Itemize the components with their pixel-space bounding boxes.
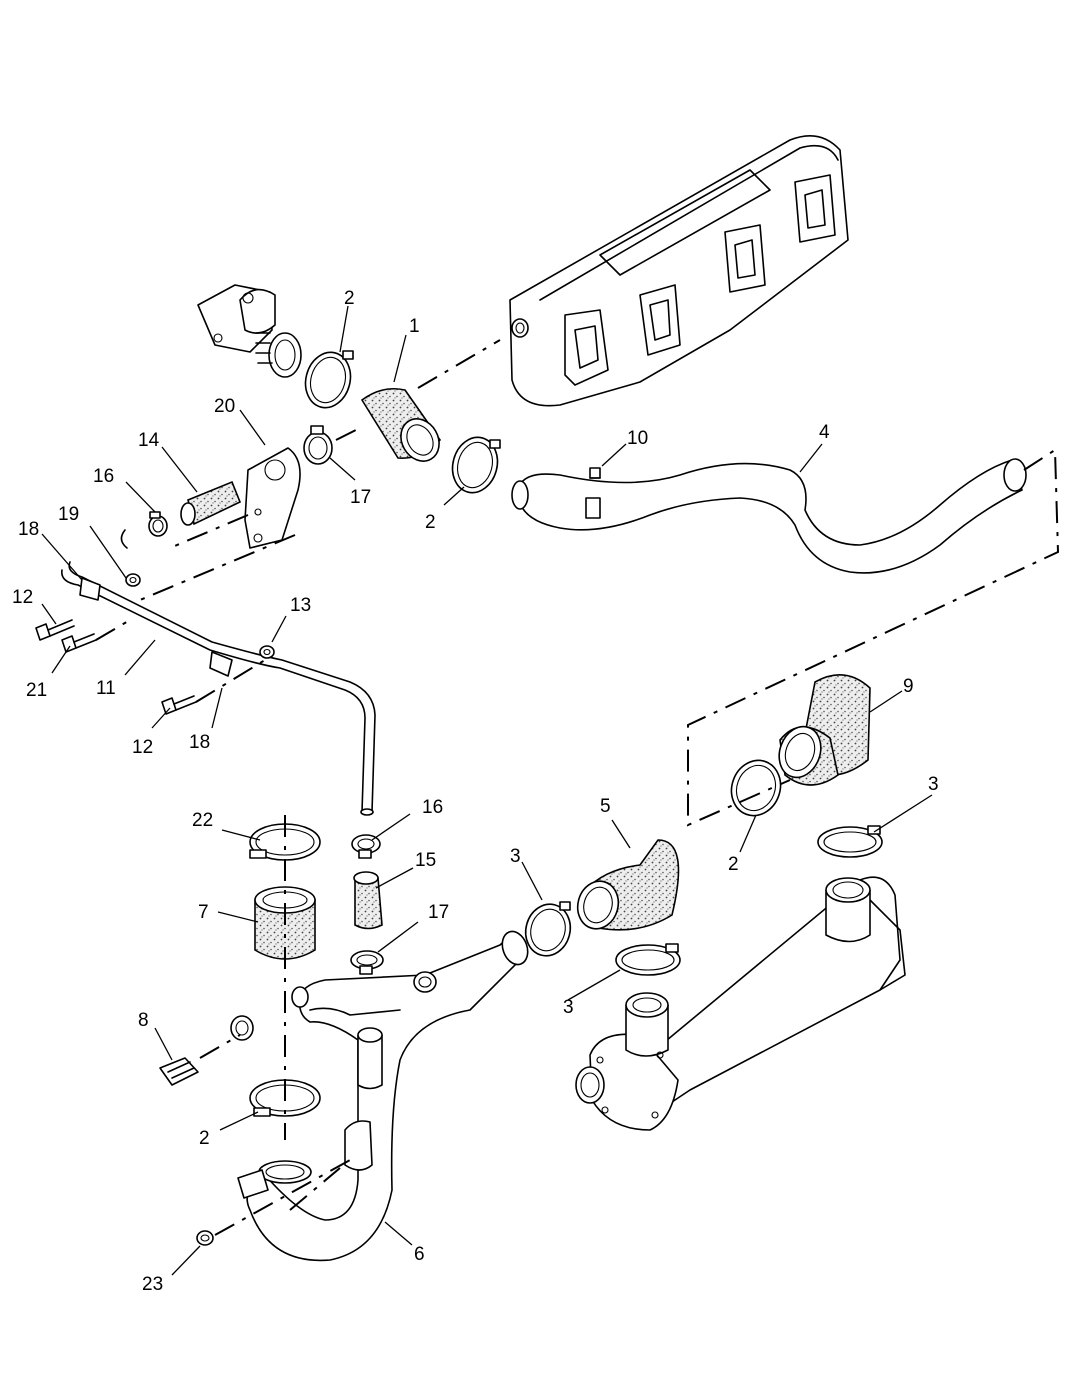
callout-20: 20: [214, 396, 235, 417]
clamp-3-right: [817, 825, 883, 858]
callout-21: 21: [26, 680, 47, 701]
clamp-2-mid: [451, 436, 501, 494]
part-6-pipe: [237, 930, 529, 1262]
part-10-fitting: [589, 467, 601, 479]
assembly-lines: [95, 339, 1060, 1236]
part-11-tube: [61, 529, 376, 816]
oil-cooler: [575, 876, 906, 1131]
callout-3: 3: [928, 774, 939, 795]
callout-13: 13: [290, 595, 311, 616]
exhaust-manifold: [509, 134, 849, 407]
clamp-small-mid: [413, 971, 437, 993]
callout-3: 3: [510, 846, 521, 867]
callout-7: 7: [198, 902, 209, 923]
part-13-nut: [259, 645, 275, 659]
callout-6: 6: [414, 1244, 425, 1265]
clamp-2-small: [230, 1015, 254, 1041]
part-12-bolt-upper: [35, 619, 75, 641]
callout-2: 2: [425, 512, 436, 533]
callout-19: 19: [58, 504, 79, 525]
clamp-16-lower: [351, 834, 381, 859]
clamp-2-right: [730, 759, 782, 817]
callout-5: 5: [600, 796, 611, 817]
callout-16: 16: [93, 466, 114, 487]
callout-2: 2: [199, 1128, 210, 1149]
part-19-washer: [125, 573, 141, 587]
clamp-2-upper: [304, 350, 354, 409]
callout-23: 23: [142, 1274, 163, 1295]
callout-18: 18: [18, 519, 39, 540]
part-23-plug: [196, 1230, 214, 1246]
callout-17: 17: [428, 902, 449, 923]
part-4-hose: [511, 458, 1027, 574]
part-12-bolt-lower: [161, 695, 197, 715]
callout-14: 14: [138, 430, 160, 451]
part-15-hose: [353, 871, 383, 930]
callout-3: 3: [563, 997, 574, 1018]
callout-10: 10: [627, 428, 648, 449]
callout-2: 2: [728, 854, 739, 875]
callout-2: 2: [344, 288, 355, 309]
callout-11: 11: [96, 678, 116, 699]
part-5-elbow-hose: [576, 839, 680, 931]
clamp-3-left: [524, 901, 572, 957]
callouts: 2 1 20 14 16 19 18 12 21 11 13 12 18 17 …: [12, 288, 939, 1295]
clamp-17-upper: [303, 425, 333, 465]
callout-15: 15: [415, 850, 436, 871]
callout-8: 8: [138, 1010, 149, 1031]
callout-1: 1: [409, 316, 420, 337]
callout-12: 12: [12, 587, 33, 608]
part-20-bracket: [244, 447, 301, 549]
clamp-17-lower: [350, 950, 384, 975]
callout-17: 17: [350, 487, 371, 508]
callout-16: 16: [422, 797, 443, 818]
leader-lines: [41, 305, 933, 1276]
part-9-elbow-hose: [778, 673, 871, 786]
part-8-fitting: [159, 1057, 199, 1086]
part-14-hose: [180, 480, 242, 526]
callout-4: 4: [819, 422, 830, 443]
clamp-16-upper: [148, 511, 168, 537]
callout-18: 18: [189, 732, 210, 753]
part-7-hose: [254, 886, 316, 960]
thermostat-housing: [197, 284, 302, 378]
callout-12: 12: [132, 737, 153, 758]
callout-9: 9: [903, 676, 914, 697]
part-1-hose: [360, 387, 442, 462]
part-21-bolt: [61, 633, 97, 653]
clamp-3-lower: [615, 943, 681, 976]
callout-22: 22: [192, 810, 213, 831]
